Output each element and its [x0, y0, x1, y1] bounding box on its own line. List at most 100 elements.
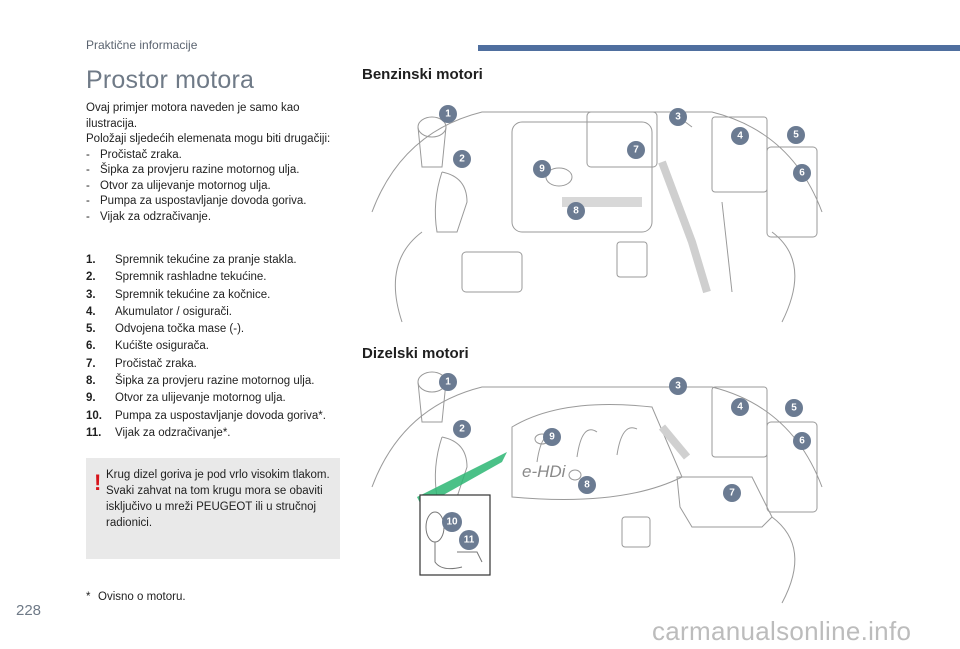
marker-number: 8: [584, 480, 590, 491]
component-number: 2.: [86, 271, 96, 284]
component-list: 1. Spremnik tekućine za pranje stakla. 2.…: [86, 253, 346, 443]
marker-number: 1: [445, 109, 451, 120]
variation-list: Pročistač zraka. Šipka za provjeru razin…: [86, 148, 346, 226]
petrol-marker-2: 2: [453, 150, 471, 168]
component-number: 5.: [86, 323, 96, 336]
warning-box: ! Krug dizel goriva je pod vrlo visokim …: [86, 458, 340, 559]
diesel-marker-5: 5: [785, 399, 803, 417]
variation-item: Šipka za provjeru razine motornog ulja.: [86, 163, 346, 179]
marker-number: 3: [675, 381, 681, 392]
component-label: Otvor za ulijevanje motornog ulja.: [115, 392, 286, 405]
marker-number: 7: [729, 488, 735, 499]
marker-number: 11: [464, 535, 475, 546]
component-number: 8.: [86, 375, 96, 388]
component-number: 4.: [86, 305, 96, 318]
diesel-marker-10: 10: [442, 512, 462, 532]
warning-line-2: Svaki zahvat na tom krugu mora se obavit…: [106, 485, 323, 529]
diesel-logo-text: e-HDi: [522, 462, 567, 481]
petrol-marker-1: 1: [439, 105, 457, 123]
marker-number: 1: [445, 377, 451, 388]
marker-number: 2: [459, 424, 465, 435]
petrol-marker-5: 5: [787, 126, 805, 144]
intro-line-2: Položaji sljedećih elemenata mogu biti d…: [86, 133, 331, 145]
petrol-marker-8: 8: [567, 202, 585, 220]
marker-number: 4: [737, 131, 743, 142]
section-title: Prostor motora: [86, 66, 255, 94]
component-number: 11.: [86, 426, 102, 439]
variation-item: Otvor za ulijevanje motornog ulja.: [86, 179, 346, 195]
component-label: Spremnik tekućine za kočnice.: [115, 288, 271, 301]
component-number: 10.: [86, 409, 102, 422]
footnote-text: Ovisno o motoru.: [98, 591, 186, 603]
component-item: 11. Vijak za odzračivanje*.: [86, 426, 346, 443]
marker-number: 4: [737, 402, 743, 413]
petrol-engine-drawing: 1 2 3 4 5 6 7 8 9: [371, 105, 823, 323]
diesel-engine-illustration: e-HDi 1 2 3 4 5 6 7 8 9 10 11: [362, 367, 828, 605]
component-label: Akumulator / osigurači.: [115, 305, 232, 318]
diesel-engine-drawing: e-HDi 1 2 3 4 5 6 7 8 9 10 11: [371, 371, 823, 604]
component-number: 1.: [86, 254, 96, 266]
diesel-marker-9: 9: [543, 428, 561, 446]
diesel-engines-title: Dizelski motori: [362, 345, 469, 362]
marker-number: 10: [446, 517, 458, 528]
marker-number: 3: [675, 112, 681, 123]
petrol-marker-6: 6: [793, 164, 811, 182]
intro-line-1: Ovaj primjer motora naveden je samo kao …: [86, 102, 300, 130]
petrol-marker-3: 3: [669, 108, 687, 126]
warning-icon: !: [94, 470, 102, 495]
component-item: 8. Šipka za provjeru razine motornog ulja…: [86, 374, 346, 391]
component-item: 7. Pročistač zraka.: [86, 357, 346, 374]
petrol-marker-7: 7: [627, 141, 645, 159]
marker-number: 8: [573, 206, 579, 217]
diesel-marker-1: 1: [439, 373, 457, 391]
component-number: 7.: [86, 357, 96, 370]
component-number: 3.: [86, 288, 96, 301]
diesel-marker-3: 3: [669, 377, 687, 395]
marker-number: 2: [459, 154, 465, 165]
petrol-engines-title: Benzinski motori: [362, 66, 483, 83]
component-label: Odvojena točka mase (-).: [115, 323, 245, 336]
component-label: Šipka za provjeru razine motornog ulja.: [115, 375, 315, 388]
component-item: 1. Spremnik tekućine za pranje stakla.: [86, 253, 346, 270]
header-accent-bar: [478, 45, 960, 51]
diesel-marker-2: 2: [453, 420, 471, 438]
component-label: Spremnik rashladne tekućine.: [115, 271, 267, 284]
component-label: Vijak za odzračivanje*.: [115, 426, 231, 439]
component-label: Kućište osigurača.: [115, 340, 209, 353]
component-label: Pročistač zraka.: [115, 357, 197, 370]
petrol-engine-illustration: 1 2 3 4 5 6 7 8 9: [362, 92, 828, 324]
component-number: 6.: [86, 340, 96, 353]
variation-item: Vijak za odzračivanje.: [86, 210, 346, 226]
diesel-marker-4: 4: [731, 398, 749, 416]
diesel-marker-11: 11: [459, 530, 479, 550]
footnote: * Ovisno o motoru.: [86, 591, 186, 603]
petrol-marker-4: 4: [731, 127, 749, 145]
marker-number: 9: [539, 164, 545, 175]
component-item: 9.Otvor za ulijevanje motornog ulja.: [86, 391, 346, 408]
component-label: Pumpa za uspostavljanje dovoda goriva*.: [115, 409, 326, 422]
component-item: 5. Odvojena točka mase (-).: [86, 322, 346, 339]
diesel-marker-6: 6: [793, 432, 811, 450]
diesel-highlight-pointer: [417, 452, 507, 507]
page-number: 228: [16, 602, 42, 619]
marker-number: 6: [799, 168, 805, 179]
footnote-mark: *: [86, 591, 91, 603]
marker-number: 9: [549, 432, 555, 443]
variation-item: Pumpa za uspostavljanje dovoda goriva.: [86, 194, 346, 210]
running-header: Praktične informacije: [86, 38, 198, 52]
marker-number: 5: [793, 130, 799, 141]
marker-number: 6: [799, 436, 805, 447]
warning-line-1: Krug dizel goriva je pod vrlo visokim tl…: [106, 469, 330, 481]
marker-number: 7: [633, 145, 639, 156]
watermark: carmanualsonline.info: [652, 616, 912, 646]
component-item: 10. Pumpa za uspostavljanje dovoda goriva…: [86, 409, 346, 426]
marker-number: 5: [791, 403, 797, 414]
petrol-marker-9: 9: [533, 160, 551, 178]
component-label: Spremnik tekućine za pranje stakla.: [115, 254, 297, 266]
component-item: 6. Kućište osigurača.: [86, 339, 346, 356]
component-item: 3. Spremnik tekućine za kočnice.: [86, 288, 346, 305]
diesel-marker-8: 8: [578, 476, 596, 494]
diesel-marker-7: 7: [723, 484, 741, 502]
component-item: 4. Akumulator / osigurači.: [86, 305, 346, 322]
intro-text: Ovaj primjer motora naveden je samo kao …: [86, 101, 346, 225]
